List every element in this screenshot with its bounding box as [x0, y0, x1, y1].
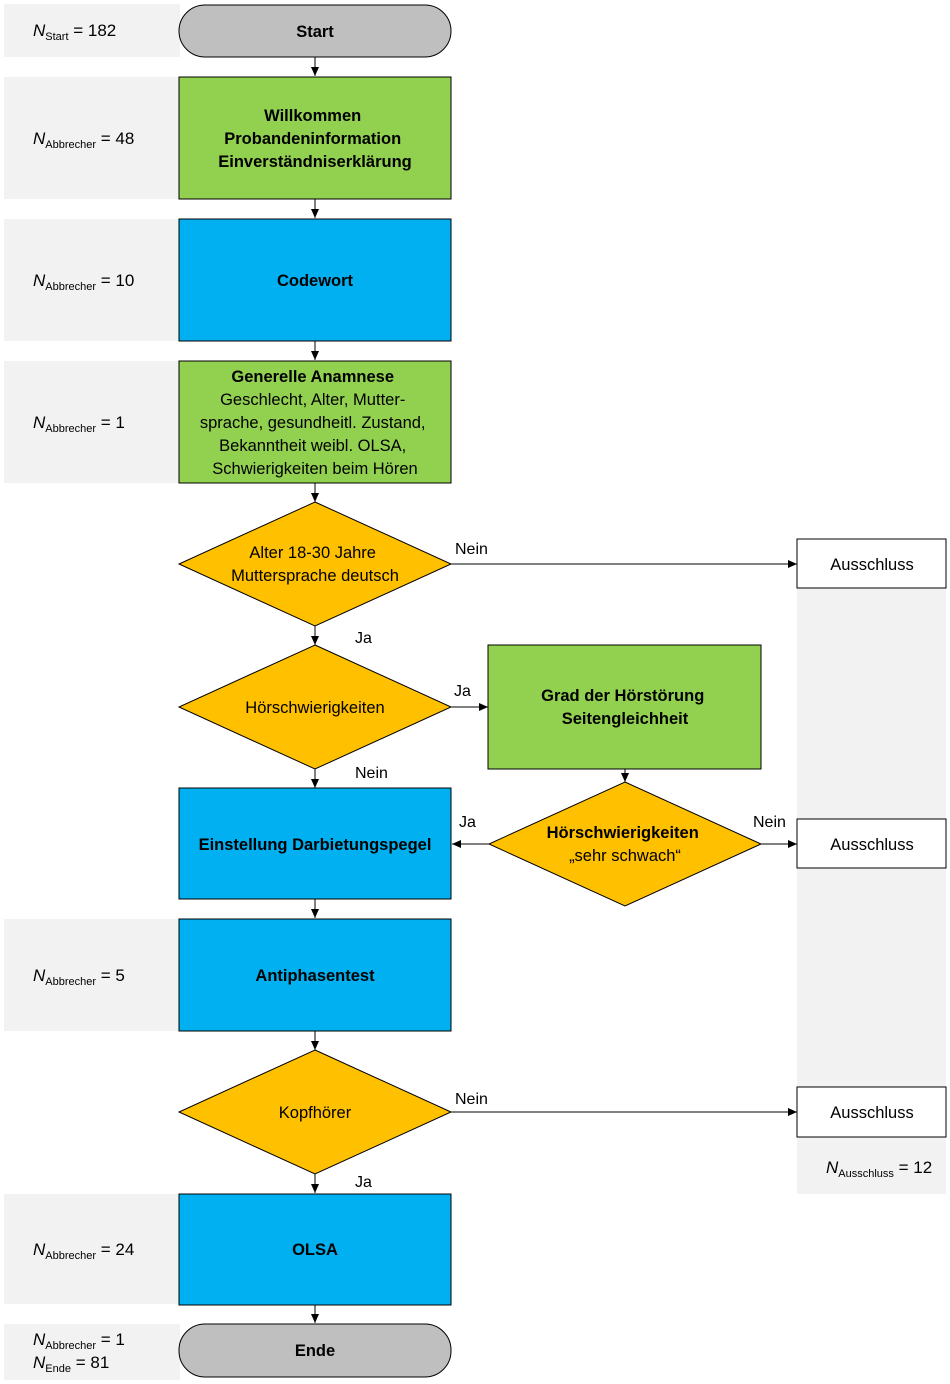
panel-antiphasentest [4, 919, 180, 1031]
sehr-schwach-decision-label: Hörschwierigkeiten „sehr schwach“ [547, 824, 704, 865]
antiphasentest-node [178, 918, 452, 1032]
edge-schwach-ja: Ja [459, 814, 476, 831]
anamnese-node [178, 360, 452, 484]
sehr-schwach-decision [487, 781, 763, 907]
einstellung-node-label: Einstellung Darbietungspegel [199, 836, 432, 854]
n-start-label: NStart = 182 [33, 21, 116, 43]
edge-schwach-nein: Nein [753, 814, 786, 831]
edge-hoer-ja: Ja [454, 683, 471, 700]
start-node [178, 4, 452, 58]
panel-olsa [4, 1194, 180, 1304]
edge-kopf-ja: Ja [355, 1174, 372, 1191]
willkommen-node-label: Willkommen Probandeninformation Einverst… [218, 107, 411, 171]
n-olsa-label: NAbbrecher = 24 [33, 1240, 134, 1262]
ausschluss-box-3-label: Ausschluss [830, 1104, 913, 1122]
ausschluss-box-3 [796, 1086, 947, 1138]
olsa-node-label: OLSA [292, 1241, 338, 1259]
codewort-node-label: Codewort [277, 272, 354, 290]
panel-anamnese [4, 361, 180, 483]
n-ende-label: NEnde = 81 [33, 1353, 109, 1375]
n-ausschluss-label: NAusschluss = 12 [826, 1158, 932, 1180]
grad-node-label: Grad der Hörstörung Seitengleichheit [541, 687, 709, 728]
kopfhoerer-decision [177, 1049, 453, 1175]
ende-node-label: Ende [295, 1342, 335, 1360]
n-willkommen-label: NAbbrecher = 48 [33, 129, 134, 151]
alter-decision [177, 501, 453, 627]
ausschluss-box-1 [796, 538, 947, 589]
n-anamnese-label: NAbbrecher = 1 [33, 413, 125, 435]
panel-ende [4, 1324, 180, 1380]
panel-start [4, 4, 180, 57]
edge-alter-ja: Ja [355, 630, 372, 647]
ausschluss-box-2 [796, 818, 947, 869]
ausschluss-box-1-label: Ausschluss [830, 556, 913, 574]
alter-decision-label: Alter 18-30 Jahre Muttersprache deutsch [231, 544, 399, 585]
willkommen-node [178, 76, 452, 200]
einstellung-node [178, 787, 452, 900]
grad-node [487, 644, 762, 770]
n-ende-abbrecher-label: NAbbrecher = 1 [33, 1330, 125, 1352]
ausschluss-box-2-label: Ausschluss [830, 836, 913, 854]
n-antiphasentest-label: NAbbrecher = 5 [33, 966, 125, 988]
antiphasentest-node-label: Antiphasentest [255, 967, 375, 985]
kopfhoerer-decision-label: Kopfhörer [279, 1104, 352, 1122]
panel-willkommen [4, 77, 180, 199]
ende-node [178, 1323, 452, 1378]
anamnese-node-label: Generelle Anamnese Geschlecht, Alter, Mu… [200, 368, 430, 478]
hoerschwierigkeiten-decision [177, 644, 453, 770]
start-node-label: Start [296, 23, 334, 41]
olsa-node [178, 1193, 452, 1306]
edge-alter-nein: Nein [455, 541, 488, 558]
panel-codewort [4, 219, 180, 341]
codewort-node [178, 218, 452, 342]
edge-hoer-nein: Nein [355, 765, 388, 782]
side-panels [4, 4, 946, 1380]
hoerschwierigkeiten-decision-label: Hörschwierigkeiten [245, 699, 384, 717]
connectors [311, 57, 797, 1323]
edge-kopf-nein: Nein [455, 1091, 488, 1108]
n-codewort-label: NAbbrecher = 10 [33, 271, 134, 293]
